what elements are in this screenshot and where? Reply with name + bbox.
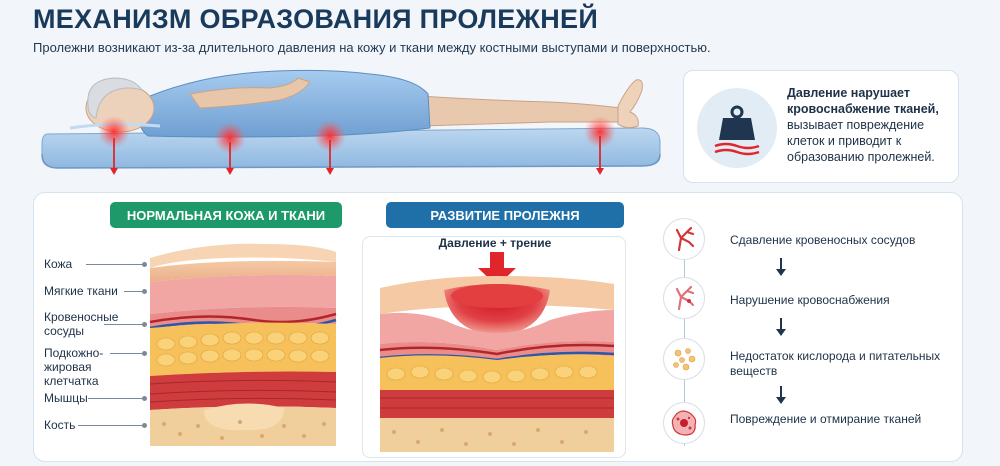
step-arrow <box>776 386 786 404</box>
step-arrow <box>776 258 786 276</box>
info-body-text: вызывает повреждение клеток и приводит к… <box>787 118 935 164</box>
layer-label-soft-tissue: Мягкие ткани <box>44 284 118 298</box>
pressure-point-sacrum <box>314 120 346 175</box>
blood-vessel-icon <box>663 218 705 260</box>
layer-label-muscles: Мышцы <box>44 391 88 405</box>
damaged-cell-icon <box>663 402 705 444</box>
step-1-text: Сдавление кровеносных сосудов <box>730 233 916 247</box>
patient-on-mattress-illustration <box>41 69 661 175</box>
layer-label-subcutaneous-fat: Подкожно-жировая клетчатка <box>44 346 104 388</box>
layer-label-bone: Кость <box>44 418 76 432</box>
layer-label-blood-vessels: Кровеносные сосуды <box>44 310 119 338</box>
leader-line <box>88 396 147 401</box>
leader-line <box>110 351 147 356</box>
skin-surface <box>150 243 336 268</box>
leader-line <box>104 322 147 327</box>
info-bold-text: Давление нарушает кровоснабжение тканей, <box>787 86 939 116</box>
pressure-point-head <box>98 116 130 175</box>
pressure-friction-label: Давление + трение <box>438 236 552 250</box>
info-text: Давление нарушает кровоснабжение тканей,… <box>787 85 953 165</box>
normal-tissue-block <box>149 243 337 446</box>
mattress <box>41 127 661 169</box>
pressure-point-heel <box>584 116 616 175</box>
page-title: МЕХАНИЗМ ОБРАЗОВАНИЯ ПРОЛЕЖНЕЙ <box>33 4 599 34</box>
oxygen-cells-icon <box>663 338 705 380</box>
pressure-sore-tissue-block <box>379 252 615 452</box>
normal-skin-heading: НОРМАЛЬНАЯ КОЖА И ТКАНИ <box>110 202 342 228</box>
info-box: Давление нарушает кровоснабжение тканей,… <box>683 70 959 183</box>
pressure-point-shoulder <box>214 122 246 175</box>
step-arrow <box>776 318 786 336</box>
leader-line <box>124 289 147 294</box>
step-3-text: Недостаток кислорода и питательных вещес… <box>730 349 941 378</box>
leader-line <box>78 423 147 428</box>
pressure-sore-development-box <box>362 236 626 458</box>
page-subtitle: Пролежни возникают из-за длительного дав… <box>33 40 711 55</box>
step-4-text: Повреждение и отмирание тканей <box>730 412 922 426</box>
layer-label-skin: Кожа <box>44 257 73 271</box>
weight-pressure-icon <box>697 88 777 168</box>
step-2-text: Нарушение кровоснабжения <box>730 293 890 307</box>
development-heading: РАЗВИТИЕ ПРОЛЕЖНЯ <box>386 202 624 228</box>
leader-line <box>86 262 147 267</box>
blood-vessel-damaged-icon <box>663 277 705 319</box>
